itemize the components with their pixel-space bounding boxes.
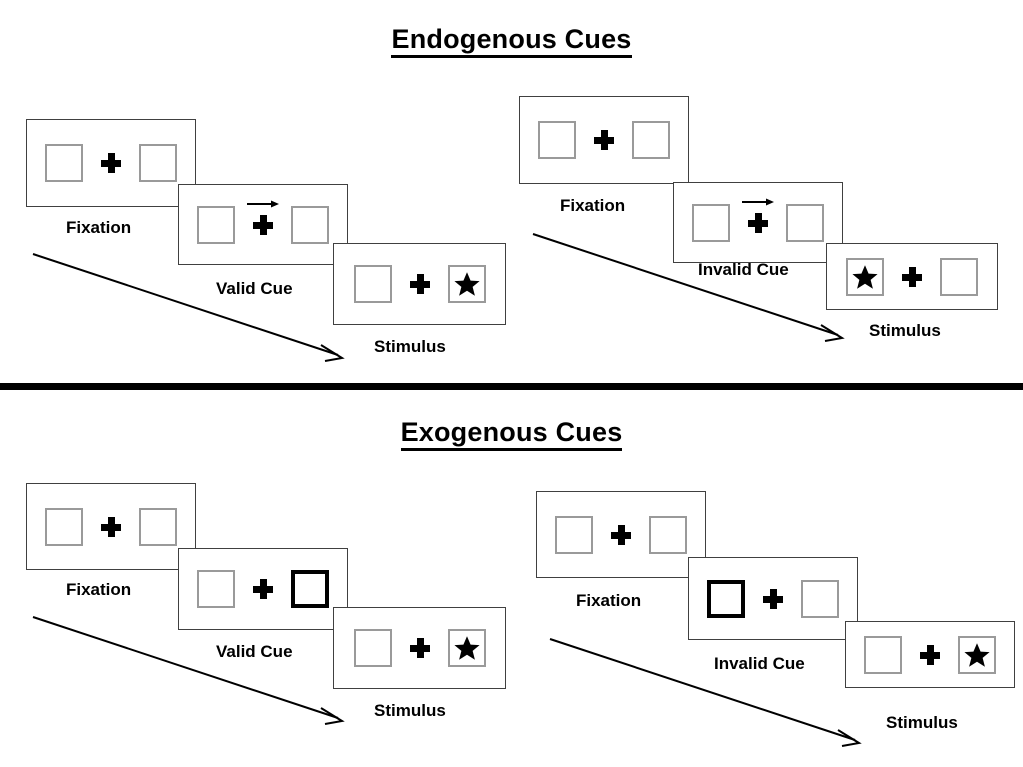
star-icon bbox=[852, 264, 878, 289]
frame-inner bbox=[538, 121, 670, 159]
trial-frame-exogenous-invalid-cue[interactable] bbox=[688, 557, 858, 640]
stage-label-exogenous-invalid-stimulus: Stimulus bbox=[886, 713, 958, 732]
arrow-right-icon bbox=[247, 200, 279, 207]
stage-label-exogenous-valid-stimulus: Stimulus bbox=[374, 701, 446, 720]
plus-cross-icon bbox=[253, 579, 273, 599]
stage-label-exogenous-valid-cue: Valid Cue bbox=[216, 642, 293, 661]
placeholder-box-right bbox=[649, 515, 687, 554]
section-title-endogenous-text: Endogenous Cues bbox=[391, 24, 632, 58]
frame-inner bbox=[45, 507, 177, 546]
placeholder-box-right bbox=[447, 265, 486, 303]
placeholder-box-right bbox=[632, 121, 670, 159]
stage-label-exogenous-valid-fixation: Fixation bbox=[66, 580, 132, 599]
frame-inner bbox=[864, 635, 996, 674]
frame-inner bbox=[197, 200, 329, 244]
plus-cross-icon bbox=[409, 638, 430, 658]
frame-inner bbox=[45, 144, 177, 182]
placeholder-box-right bbox=[786, 203, 824, 242]
placeholder-box-left bbox=[45, 144, 83, 182]
stage-label-exogenous-invalid-fixation: Fixation bbox=[576, 591, 642, 610]
placeholder-box-left bbox=[846, 257, 884, 296]
trial-frame-exogenous-invalid-stimulus[interactable] bbox=[845, 621, 1015, 688]
section-title-exogenous: Exogenous Cues bbox=[0, 417, 1023, 451]
frame-inner bbox=[692, 198, 824, 242]
stage-label-endogenous-invalid-cue: Invalid Cue bbox=[698, 260, 789, 279]
trial-frame-exogenous-valid-cue[interactable] bbox=[178, 548, 348, 630]
placeholder-box-right bbox=[291, 205, 329, 244]
frame-inner bbox=[555, 515, 687, 554]
placeholder-box-right bbox=[139, 144, 177, 182]
plus-cross-icon bbox=[594, 130, 614, 150]
placeholder-box-right bbox=[958, 635, 996, 674]
trial-frame-endogenous-valid-stimulus[interactable] bbox=[333, 243, 506, 325]
trial-frame-exogenous-valid-fixation[interactable] bbox=[26, 483, 196, 570]
trial-frame-exogenous-invalid-fixation[interactable] bbox=[536, 491, 706, 578]
plus-cross-icon bbox=[101, 153, 121, 173]
time-progression-arrow-icon-endogenous-invalid bbox=[532, 233, 845, 342]
trial-frame-endogenous-invalid-fixation[interactable] bbox=[519, 96, 689, 184]
placeholder-box-right bbox=[801, 579, 839, 618]
plus-cross-icon bbox=[409, 274, 430, 294]
plus-cross-icon bbox=[902, 266, 922, 287]
placeholder-box-right bbox=[447, 629, 486, 667]
placeholder-box-left bbox=[538, 121, 576, 159]
section-title-exogenous-text: Exogenous Cues bbox=[400, 417, 623, 451]
trial-frame-endogenous-valid-fixation[interactable] bbox=[26, 119, 196, 207]
frame-inner bbox=[353, 629, 486, 667]
plus-cross-icon bbox=[763, 588, 783, 609]
plus-cross-icon bbox=[611, 524, 631, 545]
trial-frame-exogenous-valid-stimulus[interactable] bbox=[333, 607, 506, 689]
arrow-right-icon bbox=[742, 198, 774, 205]
placeholder-box-left bbox=[864, 635, 902, 674]
stage-label-exogenous-invalid-cue: Invalid Cue bbox=[714, 654, 805, 673]
frame-inner bbox=[353, 265, 486, 303]
section-divider bbox=[0, 383, 1023, 390]
placeholder-box-right-cued bbox=[291, 570, 329, 608]
star-icon bbox=[453, 272, 480, 296]
placeholder-box-right bbox=[940, 257, 978, 296]
plus-cross-icon bbox=[920, 644, 940, 665]
frame-inner bbox=[197, 570, 329, 608]
stage-label-endogenous-invalid-fixation: Fixation bbox=[560, 196, 626, 215]
placeholder-box-left bbox=[197, 570, 235, 608]
frame-inner bbox=[707, 579, 839, 618]
placeholder-box-left-cued bbox=[707, 579, 745, 618]
placeholder-box-left bbox=[555, 515, 593, 554]
plus-cross-icon bbox=[247, 200, 279, 235]
star-icon bbox=[964, 642, 990, 667]
section-title-endogenous: Endogenous Cues bbox=[0, 24, 1023, 58]
stage-label-endogenous-invalid-stimulus: Stimulus bbox=[869, 321, 941, 340]
star-icon bbox=[453, 636, 480, 660]
time-progression-arrow-icon-exogenous-invalid bbox=[549, 638, 862, 747]
placeholder-box-left bbox=[45, 507, 83, 546]
stage-label-endogenous-valid-fixation: Fixation bbox=[66, 218, 132, 237]
plus-cross-icon bbox=[101, 516, 121, 537]
frame-inner bbox=[846, 257, 978, 296]
stage-label-endogenous-valid-stimulus: Stimulus bbox=[374, 337, 446, 356]
placeholder-box-left bbox=[197, 205, 235, 244]
time-progression-arrow-icon-exogenous-valid bbox=[32, 616, 345, 725]
placeholder-box-left bbox=[353, 265, 392, 303]
trial-frame-endogenous-invalid-stimulus[interactable] bbox=[826, 243, 998, 310]
trial-frame-endogenous-valid-cue[interactable] bbox=[178, 184, 348, 265]
trial-frame-endogenous-invalid-cue[interactable] bbox=[673, 182, 843, 263]
plus-cross-icon bbox=[742, 198, 774, 233]
placeholder-box-left bbox=[353, 629, 392, 667]
stage-label-endogenous-valid-cue: Valid Cue bbox=[216, 279, 293, 298]
placeholder-box-left bbox=[692, 203, 730, 242]
time-progression-arrow-icon-endogenous-valid bbox=[32, 253, 345, 362]
placeholder-box-right bbox=[139, 507, 177, 546]
